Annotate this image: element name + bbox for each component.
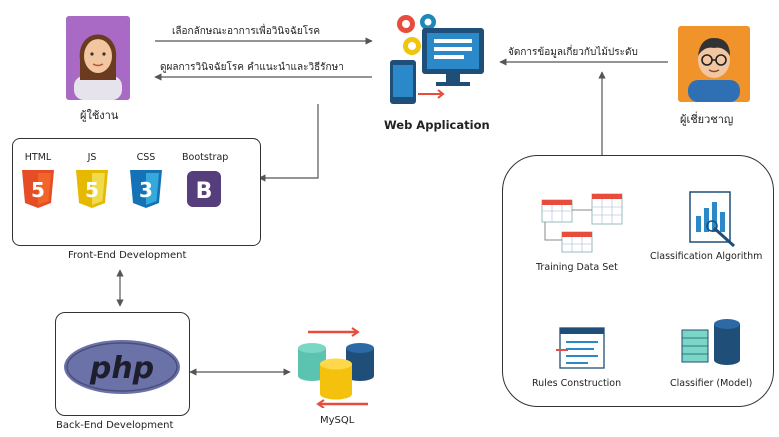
training-data-icon bbox=[541, 193, 623, 253]
bootstrap-icon: B bbox=[187, 171, 221, 207]
mysql-caption: MySQL bbox=[320, 415, 355, 426]
classifier-model-label: Classifier (Model) bbox=[670, 378, 753, 389]
arrow-app-to-frontend bbox=[258, 104, 319, 182]
flow-app-to-user-label: ดูผลการวินิจฉัยโรค คำแนะนำและวิธีรักษา bbox=[160, 62, 344, 73]
user-avatar bbox=[66, 16, 130, 100]
php-logo-text: php bbox=[89, 351, 154, 386]
bootstrap-glyph: B bbox=[196, 179, 213, 204]
html-label: HTML bbox=[24, 152, 52, 163]
bootstrap-label: Bootstrap bbox=[182, 152, 229, 163]
rules-construction-icon bbox=[556, 327, 605, 369]
flow-expert-to-app-label: จัดการข้อมูลเกี่ยวกับไม้ประดับ bbox=[508, 47, 638, 58]
expert-avatar bbox=[678, 26, 750, 102]
html5-icon: 5 bbox=[22, 170, 54, 208]
php-logo: php bbox=[64, 340, 180, 394]
js-label: JS bbox=[87, 152, 97, 163]
css-label: CSS bbox=[136, 152, 156, 163]
user-label: ผู้ใช้งาน bbox=[80, 109, 119, 122]
classifier-model-icon bbox=[681, 319, 740, 365]
flow-user-to-app-label: เลือกลักษณะอาการเพื่อวินิจฉัยโรค bbox=[172, 26, 321, 37]
backend-caption: Back-End Development bbox=[56, 420, 174, 431]
frontend-caption: Front-End Development bbox=[68, 250, 187, 261]
css3-glyph: 3 bbox=[139, 178, 153, 202]
training-data-label: Training Data Set bbox=[536, 262, 618, 273]
expert-label: ผู้เชี่ยวชาญ bbox=[680, 113, 734, 126]
mysql-database-icon bbox=[298, 327, 374, 408]
classification-algorithm-icon bbox=[689, 191, 736, 248]
html5-glyph: 5 bbox=[31, 178, 45, 202]
classification-algorithm-label: Classification Algorithm bbox=[650, 251, 763, 262]
js-glyph: 5 bbox=[85, 178, 99, 202]
css3-icon: 3 bbox=[130, 170, 162, 208]
web-application-icon bbox=[376, 8, 494, 112]
rules-construction-label: Rules Construction bbox=[532, 378, 622, 389]
js-icon: 5 bbox=[76, 170, 108, 208]
web-application-label: Web Application bbox=[384, 118, 490, 132]
